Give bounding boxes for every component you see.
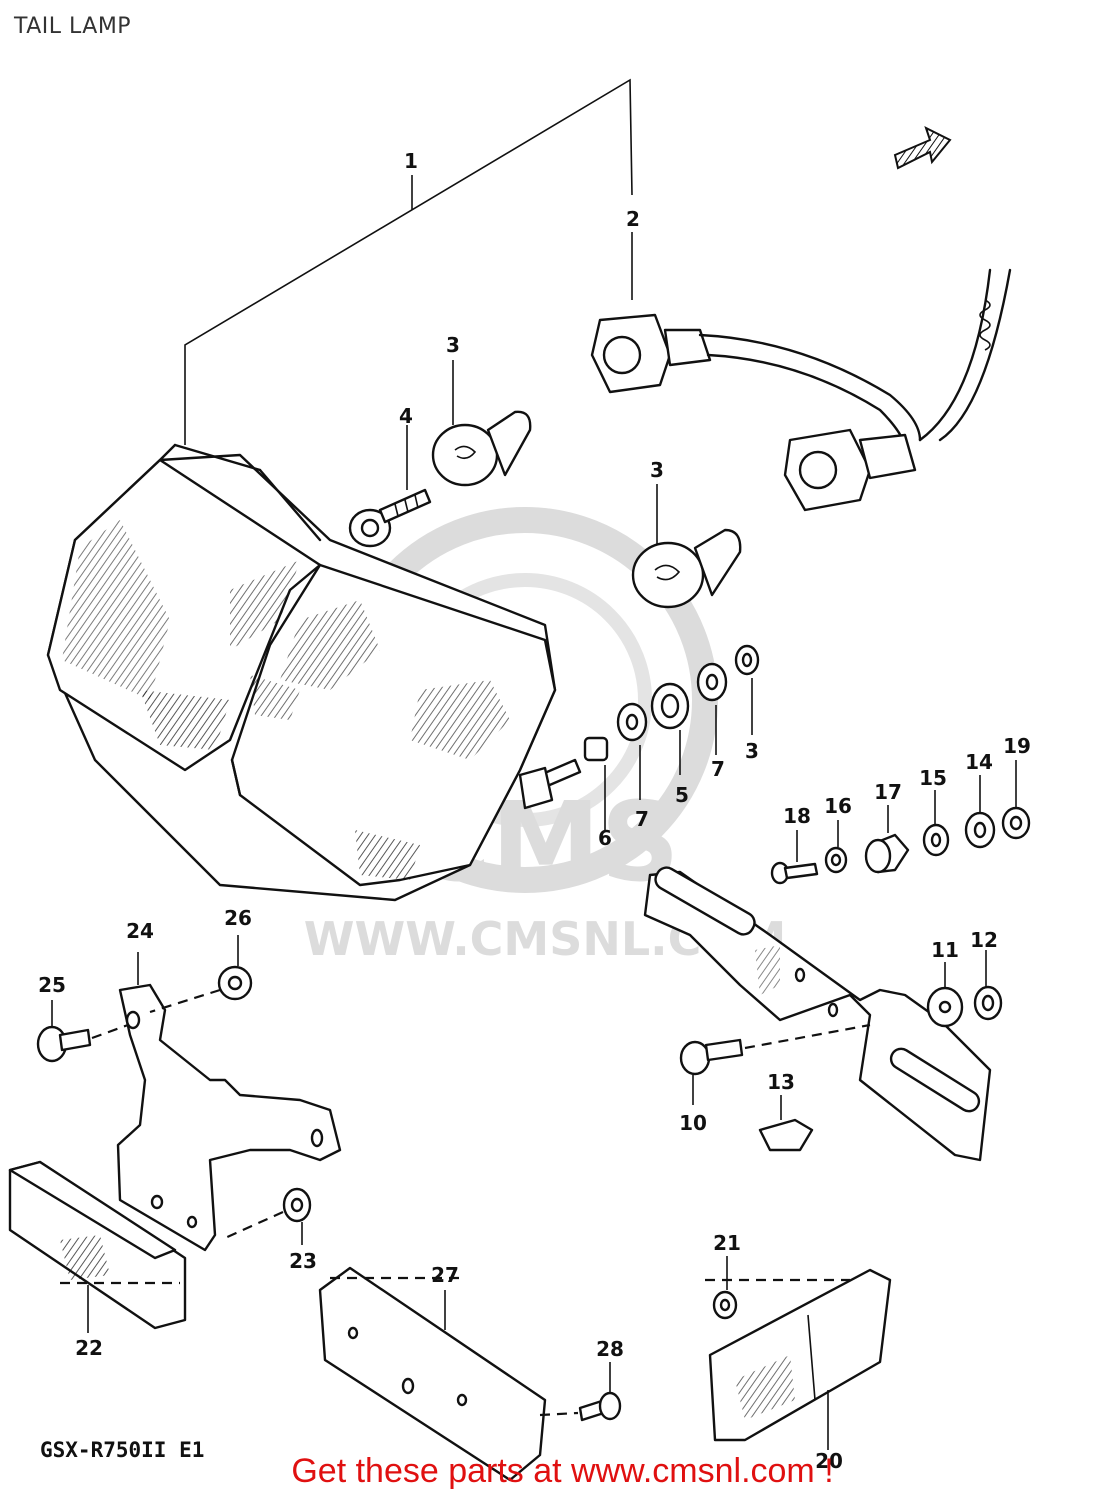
- callout-19: 19: [1003, 734, 1031, 758]
- callout-12: 12: [970, 928, 998, 952]
- part-15-washer: [922, 790, 950, 857]
- callout-11: 11: [931, 938, 959, 962]
- tail-lamp-housing: [46, 443, 557, 902]
- lamp-stud-bolt: [518, 758, 582, 810]
- callout-27: 27: [431, 1263, 459, 1287]
- callout-25: 25: [38, 973, 66, 997]
- part-27-reflector: [318, 1266, 547, 1482]
- callout-3-lower: 3: [650, 458, 664, 482]
- part-5-grommet: [650, 682, 690, 775]
- part-10-bolt: [679, 1023, 871, 1105]
- callout-7-b: 7: [711, 757, 725, 781]
- part-12-nut: [973, 950, 1003, 1021]
- part-20-reflector: [708, 1268, 892, 1450]
- part-28-screw: [539, 1362, 622, 1422]
- part-14-washer: [964, 775, 996, 849]
- part-11-washer: [926, 962, 964, 1028]
- part-3-bulb-upper: [431, 360, 532, 487]
- model-code: GSX-R750II E1: [40, 1438, 204, 1462]
- part-7-washer-b: [696, 662, 728, 755]
- part-7-washer-a: [616, 702, 648, 800]
- part-2-socket-harness: [590, 268, 1012, 512]
- callout-4: 4: [399, 404, 413, 428]
- part-21-nut: [712, 1256, 738, 1320]
- callout-5: 5: [675, 783, 689, 807]
- part-19-nut: [1001, 760, 1031, 840]
- page-title: TAIL LAMP: [14, 14, 132, 39]
- part-22-reflector: [8, 1160, 187, 1333]
- part-13-clip: [758, 1095, 814, 1152]
- callout-18: 18: [783, 804, 811, 828]
- callout-16: 16: [824, 794, 852, 818]
- part-8-nut: [734, 644, 760, 735]
- callout-22: 22: [75, 1336, 103, 1360]
- callout-23: 23: [289, 1249, 317, 1273]
- callout-26: 26: [224, 906, 252, 930]
- license-plate-bracket: [643, 866, 992, 1162]
- callout-6: 6: [598, 826, 612, 850]
- callout-13: 13: [767, 1070, 795, 1094]
- part-25-bolt: [36, 1000, 129, 1063]
- callout-labels: 1 2 3 3 3 4 5 6 7 7 10 11 12 13 14 15 16…: [38, 149, 1031, 1473]
- leader-lamp-assembly: [184, 78, 633, 445]
- front-direction-arrow-icon: [893, 126, 952, 170]
- callout-17: 17: [874, 780, 902, 804]
- part-23-nut: [224, 1187, 312, 1245]
- part-17-spacer: [864, 805, 910, 874]
- callout-3-upper: 3: [446, 333, 460, 357]
- part-16-washer: [824, 820, 848, 874]
- part-24-reflector-bracket: [116, 952, 342, 1252]
- part-26-nut: [149, 935, 253, 1014]
- callout-21: 21: [713, 1231, 741, 1255]
- callout-28: 28: [596, 1337, 624, 1361]
- callout-3-nut: 3: [745, 739, 759, 763]
- callout-15: 15: [919, 766, 947, 790]
- callout-20: 20: [815, 1449, 843, 1473]
- part-4-screw: [378, 425, 432, 524]
- buy-parts-link[interactable]: Get these parts at www.cmsnl.com !: [291, 1452, 834, 1490]
- callout-7-a: 7: [635, 807, 649, 831]
- callout-1: 1: [404, 149, 418, 173]
- callout-10: 10: [679, 1111, 707, 1135]
- callout-24: 24: [126, 919, 154, 943]
- part-6-collar: [583, 736, 609, 830]
- callout-14: 14: [965, 750, 993, 774]
- callout-2: 2: [626, 207, 640, 231]
- part-18-bolt: [770, 830, 819, 885]
- part-3-bulb-lower: [631, 484, 742, 609]
